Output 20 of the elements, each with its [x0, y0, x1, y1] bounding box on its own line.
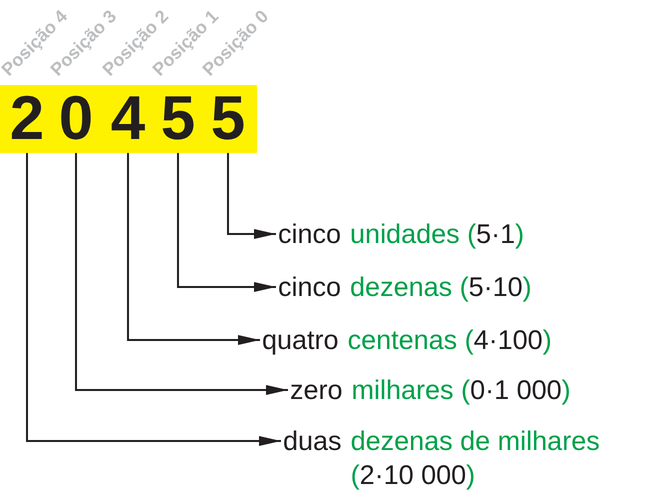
digit: 0 [58, 88, 94, 150]
digit: 2 [10, 88, 44, 150]
place-value-text: centenas (4·100) [348, 324, 553, 357]
arrow [26, 153, 281, 446]
digit-word: zero [290, 374, 343, 407]
place-value-text: milhares (0·1 000) [352, 374, 572, 407]
digit-word: cinco [278, 218, 342, 251]
arrow [227, 153, 276, 239]
place-value-text: unidades (5·1) [350, 218, 526, 251]
digit-word: cinco [278, 271, 342, 304]
digit: 5 [160, 88, 196, 150]
arrow [177, 153, 276, 292]
digit-word: quatro [262, 324, 339, 357]
digit: 5 [210, 88, 246, 150]
digit-word: duas [283, 425, 342, 458]
place-value-text: dezenas de milhares (2·10 000) [350, 425, 601, 492]
place-value-text: dezenas (5·10) [350, 271, 533, 304]
arrow [127, 153, 260, 345]
arrow [75, 153, 288, 395]
digit: 4 [110, 88, 146, 150]
